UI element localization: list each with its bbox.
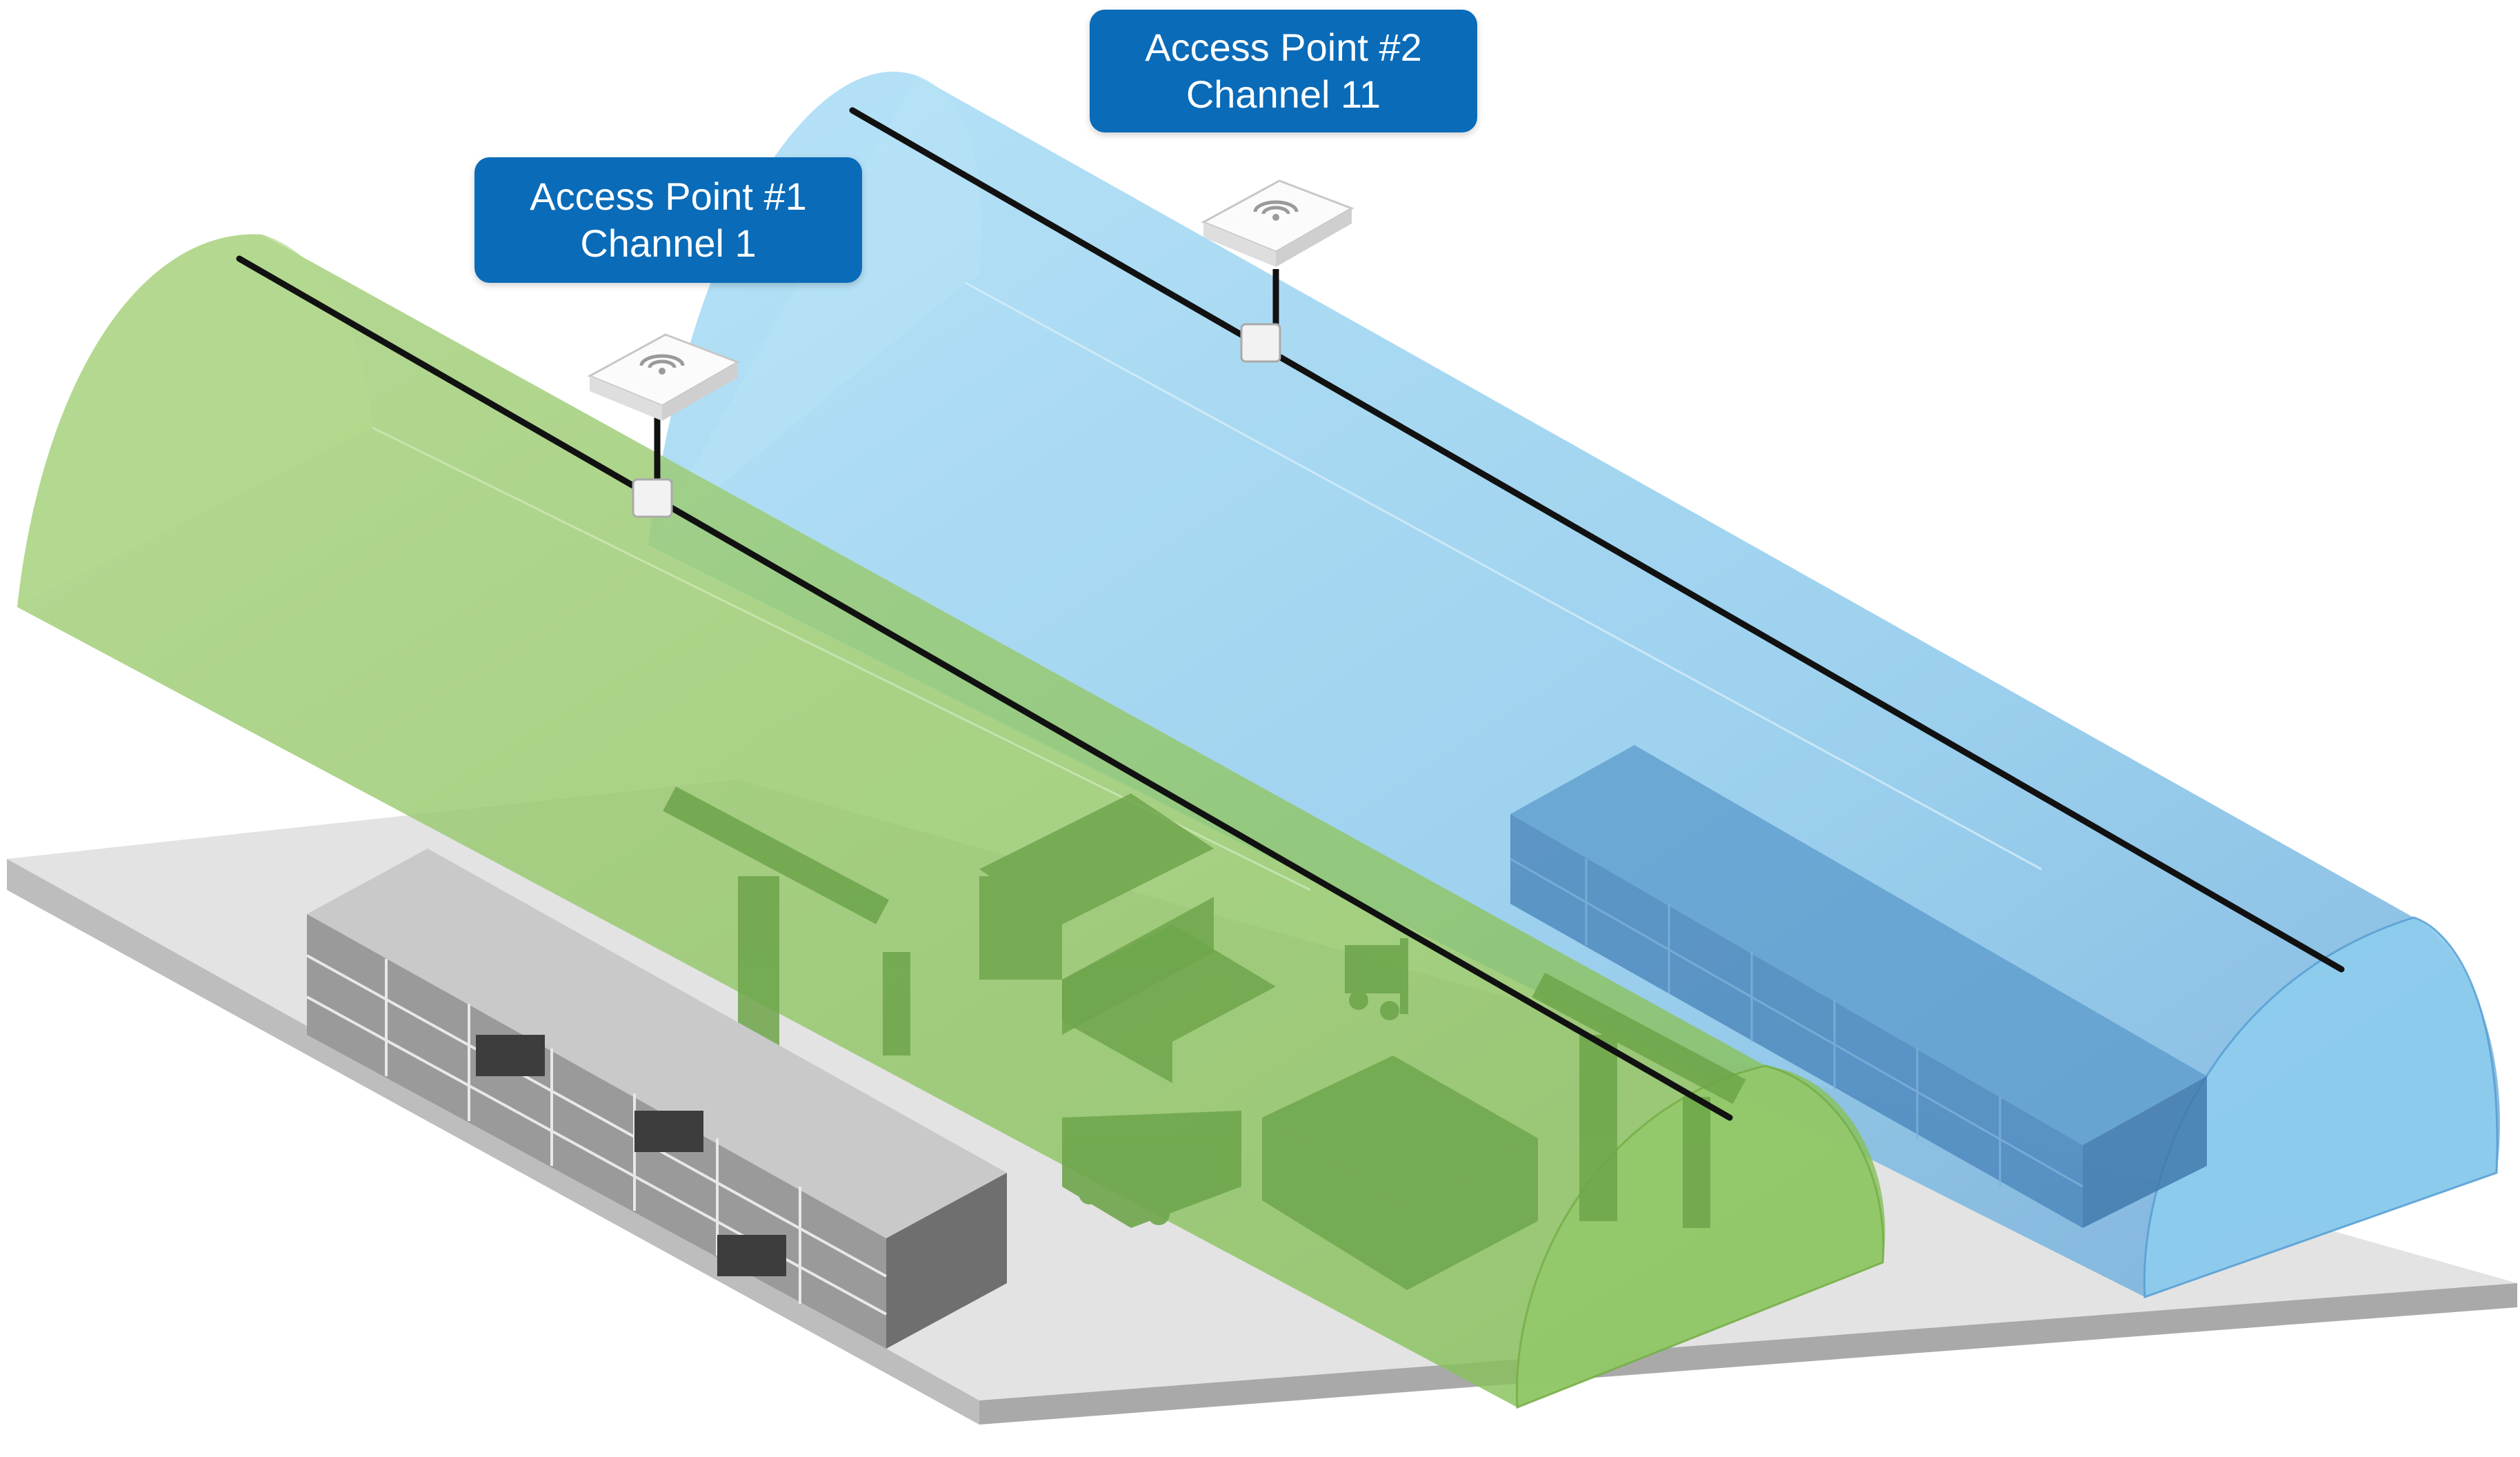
container-stack-icon bbox=[1262, 1055, 1538, 1290]
mount-bracket-ap1 bbox=[632, 478, 673, 518]
gantry-crane-icon bbox=[663, 786, 910, 1055]
access-point-2-title: Access Point #2 bbox=[1145, 26, 1422, 69]
gantry-crane-icon bbox=[1532, 973, 1746, 1228]
wifi-access-point-icon bbox=[1201, 179, 1354, 267]
mount-bracket-ap2 bbox=[1240, 323, 1281, 363]
access-point-1-channel: Channel 1 bbox=[580, 221, 757, 265]
access-point-2-channel: Channel 11 bbox=[1186, 72, 1381, 116]
forklift-icon bbox=[1345, 938, 1408, 1020]
access-point-1-label: Access Point #1 Channel 1 bbox=[474, 157, 862, 283]
access-point-2-label: Access Point #2 Channel 11 bbox=[1090, 10, 1477, 132]
container-stack-icon bbox=[1062, 924, 1276, 1083]
wifi-access-point-icon bbox=[587, 333, 741, 421]
truck-icon bbox=[1062, 1111, 1241, 1228]
access-point-1-title: Access Point #1 bbox=[530, 175, 807, 218]
container-stack-icon bbox=[306, 849, 1007, 1349]
container-stack-blue-zone bbox=[1510, 745, 2207, 1228]
